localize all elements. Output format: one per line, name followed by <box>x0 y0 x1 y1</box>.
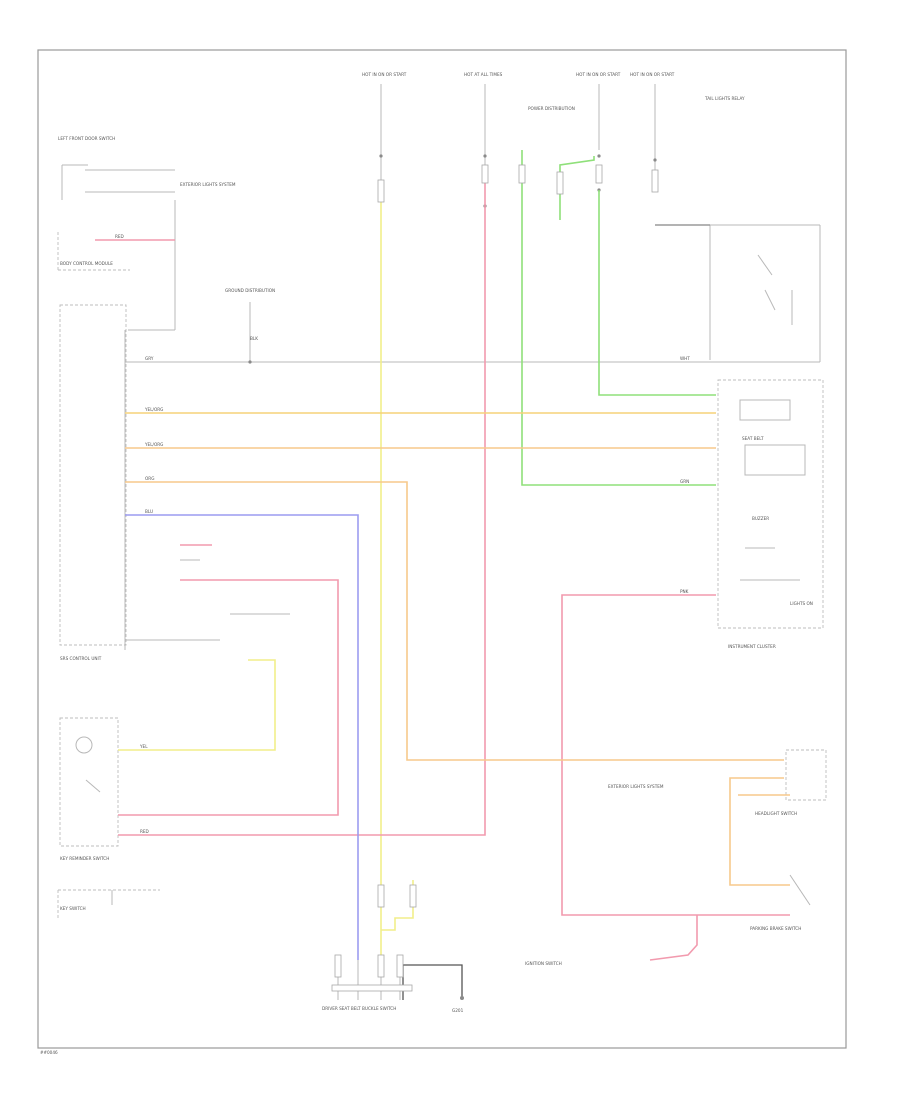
wire-orange-switch <box>729 777 790 886</box>
left-module-structure <box>57 164 820 650</box>
fuse-label-2: HOT AT ALL TIMES <box>464 72 503 77</box>
headlight-switch-label: HEADLIGHT SWITCH <box>755 811 797 816</box>
wire-code-org: ORG <box>145 476 154 481</box>
wire-code-yel-org: YEL/ORG <box>144 407 163 412</box>
wire-code-blu: BLU <box>145 509 153 514</box>
ground-distribution-label: GROUND DISTRIBUTION <box>225 288 275 293</box>
instrument-cluster-label: INSTRUMENT CLUSTER <box>728 644 776 649</box>
fuse-label-4: HOT IN ON OR START <box>630 72 675 77</box>
g201-label: G201 <box>452 1008 464 1013</box>
wire-code-yel-org-2: YEL/ORG <box>144 442 163 447</box>
wire-code-pnk: PNK <box>680 589 689 594</box>
wire-yellow-loop <box>118 659 276 751</box>
wire-red-cluster <box>561 594 790 916</box>
seat-belt-label: SEAT BELT <box>742 436 764 441</box>
wire-code-red-2: RED <box>140 829 149 834</box>
key-reminder-switch-label: KEY REMINDER SWITCH <box>60 856 109 861</box>
wire-red-loop <box>118 579 339 816</box>
body-control-module-label: BODY CONTROL MODULE <box>60 261 113 266</box>
inline-connectors <box>334 164 659 978</box>
wire-red-main <box>118 180 486 836</box>
relay-label: TAIL LIGHTS RELAY <box>704 96 745 101</box>
parking-brake-switch-label: PARKING BRAKE SWITCH <box>750 926 801 931</box>
figure-code: ##0046 <box>40 1050 58 1055</box>
key-switch-label: KEY SWITCH <box>60 906 86 911</box>
right-cluster-structure <box>709 224 827 906</box>
left-front-door-switch-label: LEFT FRONT DOOR SWITCH <box>58 136 115 141</box>
top-fuse-stubs <box>379 84 657 208</box>
lights-on-label: LIGHTS ON <box>790 601 813 606</box>
wire-green-2 <box>559 156 595 220</box>
wire-code-gry: GRY <box>145 356 154 361</box>
wire-code-wht: WHT <box>680 356 690 361</box>
wire-code-red: RED <box>115 234 124 239</box>
wire-orange-headlight <box>125 481 784 761</box>
wire-yellow-ground <box>381 880 414 931</box>
seat-belt-buckle-switch-label: DRIVER SEAT BELT BUCKLE SWITCH <box>322 1006 396 1011</box>
fuse-label-3: HOT IN ON OR START <box>576 72 621 77</box>
wire-green-1 <box>521 150 716 486</box>
wire-code-grn: GRN <box>680 479 689 484</box>
lower-left-components <box>57 717 160 918</box>
diagram-frame <box>37 49 847 1049</box>
ignition-switch-label: IGNITION SWITCH <box>525 961 562 966</box>
power-distribution-label: POWER DISTRIBUTION <box>528 106 575 111</box>
fuse-label-1: HOT IN ON OR START <box>362 72 407 77</box>
main-module-label: SRS CONTROL UNIT <box>60 656 102 661</box>
exterior-lights-label-2: EXTERIOR LIGHTS SYSTEM <box>608 784 664 789</box>
buzzer-label: BUZZER <box>752 516 769 521</box>
wire-code-yel: YEL <box>139 744 148 749</box>
wire-blue <box>125 514 359 960</box>
wire-green-3 <box>598 190 716 396</box>
exterior-lights-label-1: EXTERIOR LIGHTS SYSTEM <box>180 182 236 187</box>
wire-code-blk: BLK <box>250 336 258 341</box>
wire-pink-ignition <box>649 915 698 961</box>
